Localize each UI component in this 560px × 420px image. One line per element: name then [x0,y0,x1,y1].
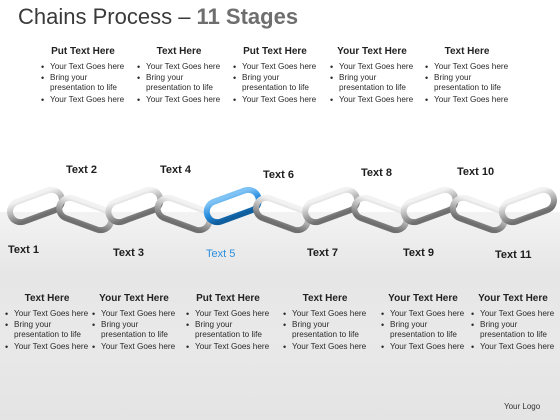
bottom-block-2: Your Text Here Your Text Goes here Bring… [89,293,179,353]
bullet: Your Text Goes here [230,95,320,105]
chain-link [105,186,164,226]
bullet: Bring your presentation to life [280,320,370,340]
bullet: Your Text Goes here [183,342,273,352]
stage-label-1: Text 1 [8,244,39,256]
bullet: Your Text Goes here [422,95,512,105]
bullet: Your Text Goes here [468,309,558,319]
stage-label-10: Text 10 [457,166,495,178]
block-heading: Your Text Here [478,293,548,304]
bullet: Your Text Goes here [89,342,179,352]
bullet: Bring your presentation to life [183,320,273,340]
bullet: Bring your presentation to life [468,320,558,340]
block-heading: Put Text Here [51,46,115,57]
bullet: Your Text Goes here [378,342,468,352]
stage-label-9: Text 9 [403,247,434,259]
block-heading: Put Text Here [243,46,307,57]
chain-link [56,194,115,234]
bullet: Bring your presentation to life [38,73,128,93]
block-heading: Your Text Here [99,293,169,304]
bullet: Your Text Goes here [468,342,558,352]
stage-label-2: Text 2 [66,164,97,176]
chain-link [498,186,558,226]
bullet: Bring your presentation to life [230,73,320,93]
top-block-5: Text Here Your Text Goes here Bring your… [422,46,512,106]
bullet: Bring your presentation to life [134,73,224,93]
title-main: Chains Process [18,4,173,29]
block-heading: Text Here [24,293,70,304]
bottom-block-5: Your Text Here Your Text Goes here Bring… [378,293,468,353]
title-subtitle: 11 Stages [196,4,299,29]
block-heading: Text Here [444,46,490,57]
bullet: Your Text Goes here [230,62,320,72]
top-block-2: Text Here Your Text Goes here Bring your… [134,46,224,106]
bullet: Your Text Goes here [327,62,417,72]
bullet: Your Text Goes here [183,309,273,319]
chain-link [449,194,508,234]
bullet: Your Text Goes here [2,342,92,352]
bottom-block-4: Text Here Your Text Goes here Bring your… [280,293,370,353]
bullet: Your Text Goes here [2,309,92,319]
chain-link [252,194,312,234]
chain-link [400,186,459,226]
top-block-3: Put Text Here Your Text Goes here Bring … [230,46,320,106]
block-heading: Your Text Here [337,46,407,57]
block-heading: Put Text Here [196,293,260,304]
bullet: Bring your presentation to life [89,320,179,340]
slide-title: Chains Process – 11 Stages [18,4,298,30]
chain-link [6,186,66,226]
stage-label-11: Text 11 [495,249,532,261]
bottom-block-6: Your Text Here Your Text Goes here Bring… [468,293,558,353]
bullet: Bring your presentation to life [422,73,512,93]
bullet: Your Text Goes here [38,62,128,72]
chain-link [154,194,213,234]
stage-label-7: Text 7 [307,247,338,259]
stage-label-8: Text 8 [361,167,392,179]
bullet: Your Text Goes here [422,62,512,72]
chain-link-highlight [203,186,262,226]
bullet: Your Text Goes here [134,95,224,105]
bullet: Your Text Goes here [378,309,468,319]
top-block-4: Your Text Here Your Text Goes here Bring… [327,46,417,106]
chain-link [302,186,361,226]
bullet: Bring your presentation to life [327,73,417,93]
chain-diagram [6,186,558,234]
bullet: Your Text Goes here [89,309,179,319]
bullet: Your Text Goes here [38,95,128,105]
bullet: Your Text Goes here [327,95,417,105]
bullet: Bring your presentation to life [2,320,92,340]
title-dash: – [172,4,197,29]
bullet: Your Text Goes here [280,309,370,319]
block-heading: Text Here [302,293,348,304]
chain-link [351,194,410,234]
bullet: Bring your presentation to life [378,320,468,340]
bullet: Your Text Goes here [280,342,370,352]
bullet: Your Text Goes here [134,62,224,72]
stage-label-4: Text 4 [160,164,191,176]
bottom-block-1: Text Here Your Text Goes here Bring your… [2,293,92,353]
bottom-block-3: Put Text Here Your Text Goes here Bring … [183,293,273,353]
block-heading: Text Here [156,46,202,57]
logo-placeholder: Your Logo [504,402,541,411]
stage-label-5: Text 5 [206,248,236,260]
top-block-1: Put Text Here Your Text Goes here Bring … [38,46,128,106]
block-heading: Your Text Here [388,293,458,304]
stage-label-3: Text 3 [113,247,144,259]
stage-label-6: Text 6 [263,169,294,181]
